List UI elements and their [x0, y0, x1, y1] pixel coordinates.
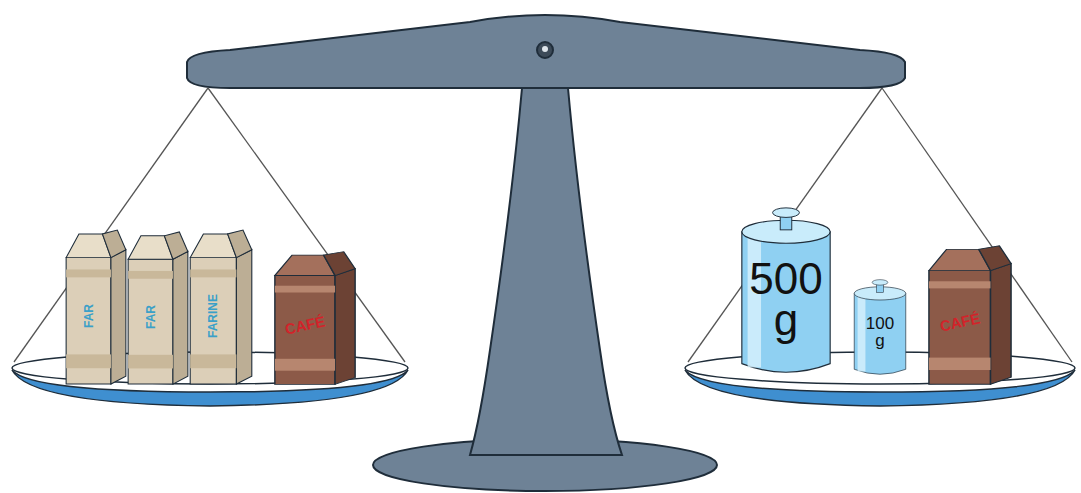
coffee-carton: CAFÉ	[926, 244, 1014, 386]
scale-stand	[470, 88, 622, 455]
carton-band	[190, 354, 236, 368]
flour-label: FAR	[144, 305, 158, 329]
right-pan-dish	[685, 370, 1075, 406]
carton-band	[66, 354, 111, 368]
weight-knob	[773, 208, 800, 218]
carton-band	[275, 359, 335, 371]
carton-side	[173, 251, 188, 384]
carton-band	[128, 355, 173, 369]
carton-front	[275, 276, 335, 385]
carton-band	[275, 286, 335, 293]
carton-band	[929, 281, 991, 288]
flour-label: FARINE	[206, 294, 220, 338]
pivot	[537, 42, 553, 58]
weight-100: 100 g	[852, 278, 908, 377]
carton-shape	[126, 230, 190, 386]
weight-shine	[858, 295, 866, 372]
carton-front	[190, 258, 236, 384]
carton-gable-side	[228, 230, 252, 258]
carton-front	[929, 271, 991, 385]
carton-band	[128, 271, 173, 279]
carton-gable-side	[102, 230, 125, 258]
weight-500: 500 g	[738, 205, 834, 377]
carton-band	[929, 358, 991, 370]
weight-knob	[872, 280, 888, 286]
coffee-carton: CAFÉ	[272, 250, 358, 386]
flour-carton: FAR	[126, 230, 190, 386]
carton-shape	[188, 228, 254, 386]
carton-front	[128, 259, 173, 384]
weight-label: 500 g	[746, 258, 826, 342]
flour-carton: FARINE	[188, 228, 254, 386]
flour-carton: FAR	[64, 228, 128, 386]
carton-side	[991, 264, 1012, 385]
flour-label: FAR	[82, 304, 96, 328]
carton-gable-side	[979, 246, 1011, 271]
carton-side	[111, 250, 126, 384]
carton-gable-side	[164, 232, 187, 259]
scale-beam	[187, 15, 905, 88]
pivot-highlight	[542, 46, 548, 52]
carton-front	[66, 258, 111, 384]
weight-label: 100 g	[863, 316, 897, 348]
carton-band	[66, 269, 111, 277]
carton-side	[335, 269, 355, 385]
carton-shape	[64, 228, 128, 386]
carton-side	[236, 250, 251, 384]
carton-gable-side	[324, 252, 356, 276]
weight-body	[742, 232, 830, 372]
weight-body	[854, 293, 906, 374]
carton-band	[190, 269, 236, 277]
